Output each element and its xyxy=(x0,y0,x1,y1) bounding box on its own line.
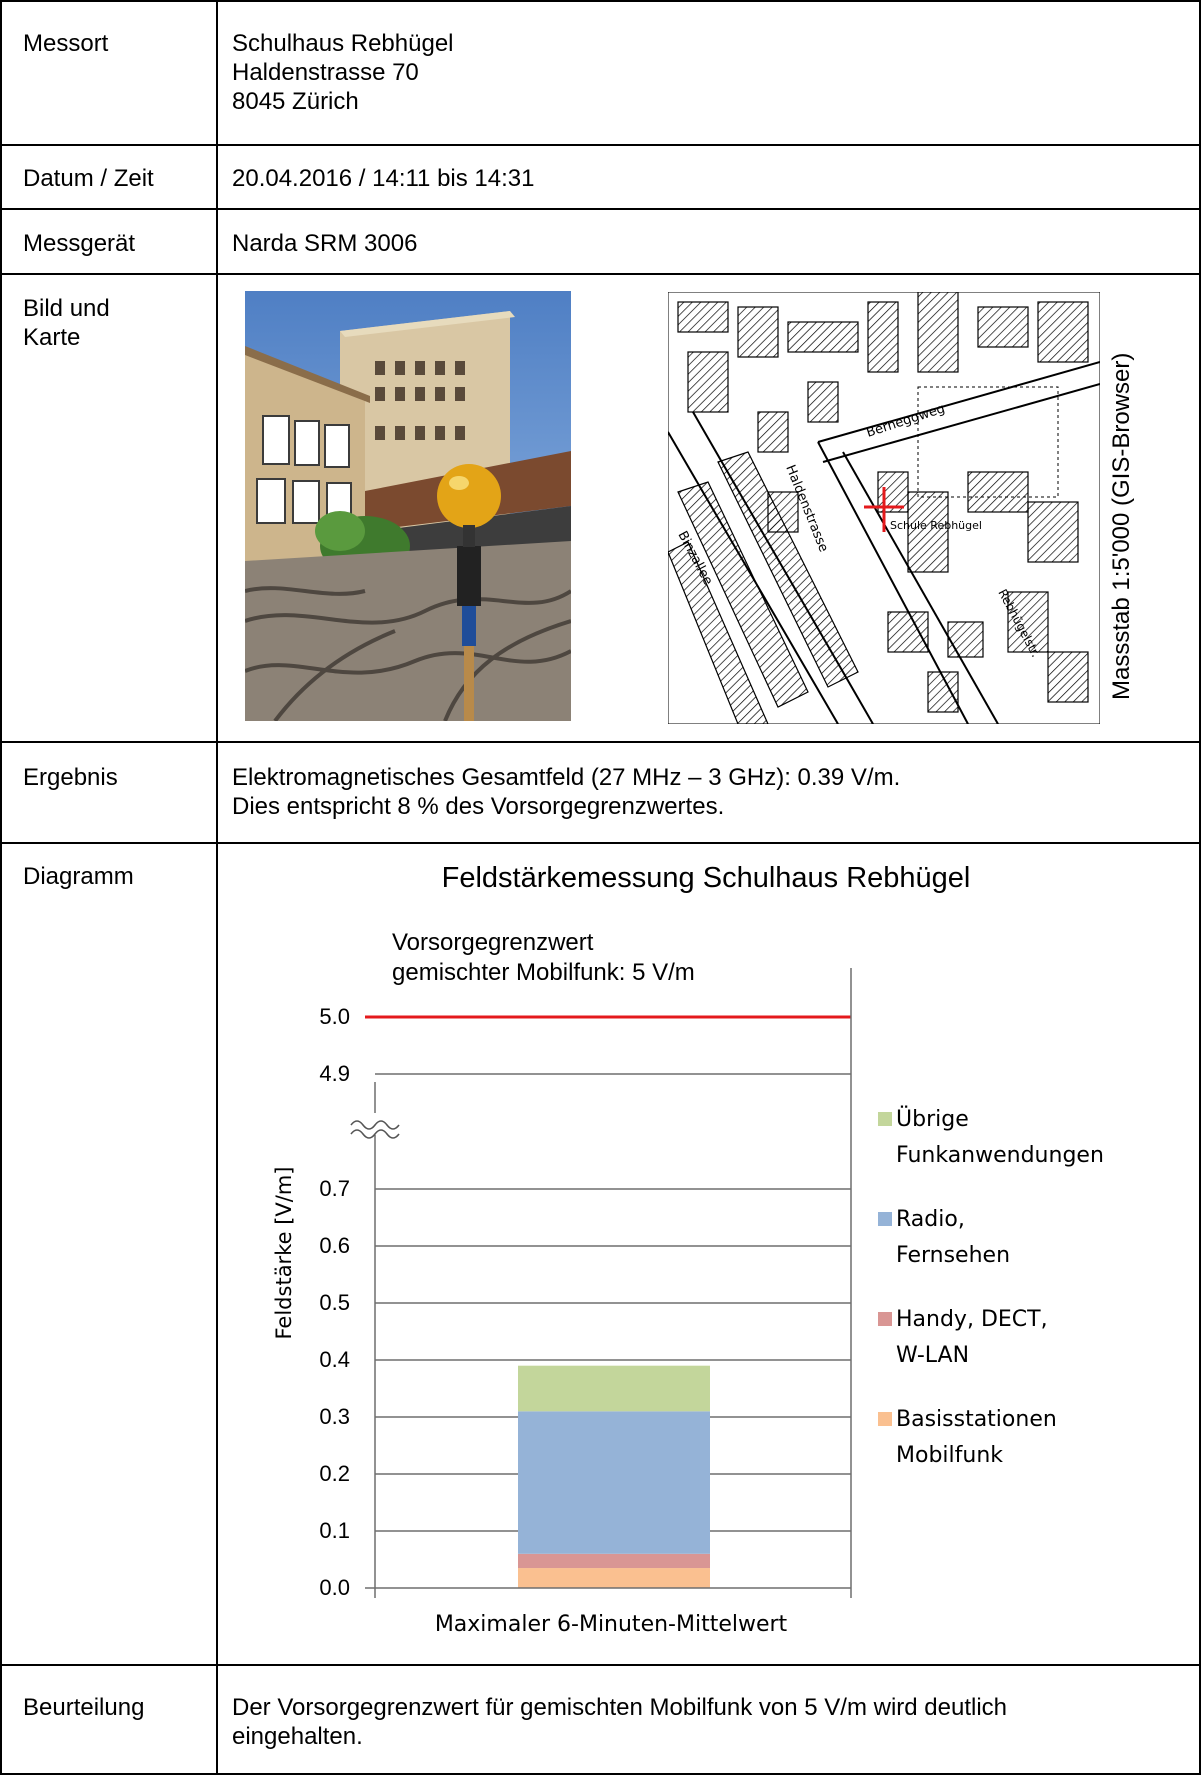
messgeraet-label: Messgerät xyxy=(23,230,136,257)
messort-line-3: 8045 Zürich xyxy=(232,88,359,115)
location-crosshair-icon xyxy=(864,487,904,532)
legend-item-basis: Basisstationen Mobilfunk xyxy=(878,1402,1057,1474)
ergebnis-line-2: Dies entspricht 8 % des Vorsorgegrenzwer… xyxy=(232,793,725,820)
y-tick-0-7: 0.7 xyxy=(319,1176,350,1201)
ergebnis-line-1: Elektromagnetisches Gesamtfeld (27 MHz –… xyxy=(232,764,901,791)
site-map: Berneggweg Haldenstrasse Binzallee Rebhü… xyxy=(668,292,1100,724)
bar-segment-3 xyxy=(518,1365,710,1412)
messgeraet-value: Narda SRM 3006 xyxy=(232,230,418,257)
legend-swatch-handy xyxy=(878,1312,892,1326)
site-map-illustration: Berneggweg Haldenstrasse Binzallee Rebhü… xyxy=(668,292,1100,724)
limit-annotation: Vorsorgegrenzwert gemischter Mobilfunk: … xyxy=(392,928,695,988)
ergebnis-label: Ergebnis xyxy=(23,764,118,791)
legend-basis-line-2: Mobilfunk xyxy=(896,1443,1004,1468)
y-tick-0-5: 0.5 xyxy=(319,1290,350,1315)
bild-label: Bild und Karte xyxy=(23,294,110,352)
messort-value: Schulhaus Rebhügel Haldenstrasse 70 8045… xyxy=(232,29,454,116)
datum-label: Datum / Zeit xyxy=(23,165,154,192)
datum-value: 20.04.2016 / 14:11 bis 14:31 xyxy=(232,165,535,192)
messort-line-1: Schulhaus Rebhügel xyxy=(232,30,454,57)
limit-annotation-line-1: Vorsorgegrenzwert xyxy=(392,929,594,956)
bild-label-line-1: Bild und xyxy=(23,295,110,322)
y-tick-4-9: 4.9 xyxy=(319,1061,350,1086)
beurteilung-line-2: eingehalten. xyxy=(232,1723,363,1750)
y-tick-0-3: 0.3 xyxy=(319,1404,350,1429)
axis-break-mark-1 xyxy=(350,1120,400,1130)
ergebnis-value: Elektromagnetisches Gesamtfeld (27 MHz –… xyxy=(232,763,900,821)
legend-radio-line-1: Radio, xyxy=(896,1207,965,1232)
y-tick-0-4: 0.4 xyxy=(319,1347,350,1372)
legend-uebrige-line-2: Funkanwendungen xyxy=(896,1143,1104,1168)
bar-segment-0 xyxy=(518,1568,710,1588)
beurteilung-label: Beurteilung xyxy=(23,1694,145,1721)
map-label-school: Schule Rebhügel xyxy=(890,519,982,532)
axis-break-mark-2 xyxy=(350,1129,400,1139)
diagramm-label: Diagramm xyxy=(23,863,134,890)
chart-axes xyxy=(350,968,852,1598)
messort-line-2: Haldenstrasse 70 xyxy=(232,59,419,86)
legend-basis-line-1: Basisstationen xyxy=(896,1407,1057,1432)
legend-handy-line-1: Handy, DECT, xyxy=(896,1307,1048,1332)
limit-annotation-line-2: gemischter Mobilfunk: 5 V/m xyxy=(392,959,695,986)
legend-handy-line-2: W-LAN xyxy=(896,1343,970,1368)
legend-item-handy: Handy, DECT, W-LAN xyxy=(878,1302,1048,1374)
y-tick-0-6: 0.6 xyxy=(319,1233,350,1258)
legend-swatch-radio xyxy=(878,1212,892,1226)
legend-uebrige-line-1: Übrige xyxy=(896,1107,969,1132)
chart-bars xyxy=(518,1365,710,1588)
school-photo-illustration xyxy=(245,291,571,721)
y-axis-label: Feldstärke [V/m] xyxy=(272,1166,296,1340)
y-tick-0-1: 0.1 xyxy=(319,1518,350,1543)
legend-radio-line-2: Fernsehen xyxy=(896,1243,1011,1268)
bild-label-line-2: Karte xyxy=(23,324,81,351)
beurteilung-line-1: Der Vorsorgegrenzwert für gemischten Mob… xyxy=(232,1694,1008,1721)
y-tick-5-0: 5.0 xyxy=(319,1004,350,1029)
chart-title: Feldstärkemessung Schulhaus Rebhügel xyxy=(441,862,971,894)
bar-segment-1 xyxy=(518,1553,710,1569)
bar-segment-2 xyxy=(518,1411,710,1554)
y-tick-0-2: 0.2 xyxy=(319,1461,350,1486)
x-axis-label: Maximaler 6-Minuten-Mittelwert xyxy=(434,1612,788,1637)
messort-label: Messort xyxy=(23,30,109,57)
beurteilung-value: Der Vorsorgegrenzwert für gemischten Mob… xyxy=(232,1693,1007,1751)
school-photo xyxy=(245,291,571,721)
legend-swatch-basis xyxy=(878,1412,892,1426)
y-tick-0-0: 0.0 xyxy=(319,1575,350,1600)
legend-item-uebrige: Übrige Funkanwendungen xyxy=(878,1102,1104,1174)
legend-swatch-uebrige xyxy=(878,1112,892,1126)
legend-item-radio: Radio, Fernsehen xyxy=(878,1202,1011,1274)
